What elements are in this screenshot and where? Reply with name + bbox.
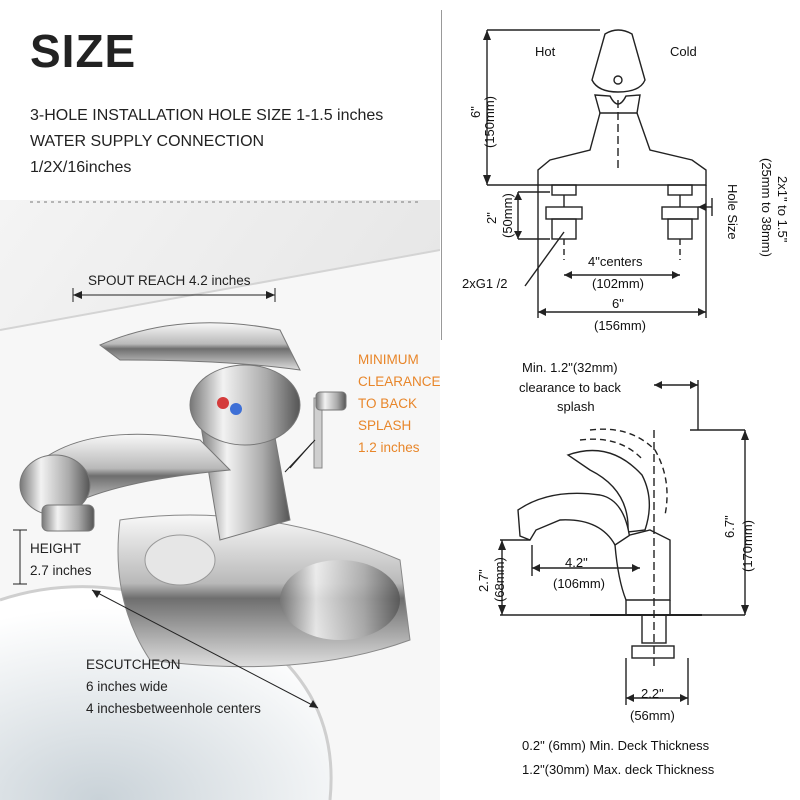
- clearance-label-line: 1.2 inches: [358, 440, 420, 455]
- centers-mm-label: (102mm): [592, 276, 645, 291]
- clearance-label-line: MINIMUM: [358, 352, 419, 367]
- spec-line-1: 3-HOLE INSTALLATION HOLE SIZE 1-1.5 inch…: [30, 107, 384, 124]
- connection-label: 2xG1 /2: [462, 276, 508, 291]
- height-label: HEIGHT 2.7 inches: [30, 538, 92, 582]
- divider: [441, 10, 442, 340]
- height-label-value: 2.7 inches: [30, 563, 92, 578]
- height-6in-label: 6": [468, 106, 483, 118]
- clearance-label-line: SPLASH: [358, 418, 412, 433]
- clearance-line-1: Min. 1.2"(32mm): [522, 360, 618, 375]
- shank-2in-label: 2": [484, 212, 499, 224]
- reach-in-label: 4.2": [565, 555, 588, 570]
- reach-mm-label: (106mm): [553, 576, 606, 591]
- shank-50mm-label: (50mm): [500, 193, 515, 238]
- clearance-label-line: TO BACK: [358, 396, 418, 411]
- hole-range-label: 2x1" to 1.5": [775, 176, 790, 243]
- base-mm-label: (56mm): [630, 708, 675, 723]
- escutcheon-label-title: ESCUTCHEON: [86, 657, 181, 672]
- total-height-mm-label: (170mm): [740, 519, 755, 572]
- faucet-photo: [0, 200, 440, 800]
- total-height-in-label: 6.7": [722, 515, 737, 538]
- clearance-label-line: CLEARANCE: [358, 374, 441, 389]
- spec-line-3: 1/2X/16inches: [30, 159, 132, 176]
- cold-label: Cold: [670, 44, 697, 59]
- escutcheon-label-width: 6 inches wide: [86, 679, 168, 694]
- spout-height-mm-label: (68mm): [492, 557, 507, 602]
- width-mm-label: (156mm): [594, 318, 647, 333]
- clearance-label: MINIMUM CLEARANCE TO BACK SPLASH 1.2 inc…: [358, 349, 441, 459]
- escutcheon-label-centers: 4 inchesbetweenhole centers: [86, 701, 261, 716]
- deck-max-label: 1.2"(30mm) Max. deck Thickness: [522, 762, 715, 777]
- hot-label: Hot: [535, 44, 556, 59]
- base-in-label: 2.2": [641, 686, 664, 701]
- escutcheon-label: ESCUTCHEON 6 inches wide 4 inchesbetween…: [86, 654, 261, 720]
- clearance-line-3: splash: [557, 399, 595, 414]
- height-label-title: HEIGHT: [30, 541, 82, 556]
- centers-label: 4"centers: [588, 254, 643, 269]
- hole-size-label: Hole Size: [725, 184, 740, 240]
- clearance-line-2: clearance to back: [519, 380, 621, 395]
- width-label: 6": [612, 296, 624, 311]
- height-150mm-label: (150mm): [482, 95, 497, 148]
- spec-line-2: WATER SUPPLY CONNECTION: [30, 133, 265, 150]
- side-view-diagram: [498, 380, 749, 705]
- front-view-diagram: [483, 29, 713, 318]
- spout-reach-label: SPOUT REACH 4.2 inches: [88, 273, 251, 288]
- spout-height-in-label: 2.7": [476, 569, 491, 592]
- deck-min-label: 0.2" (6mm) Min. Deck Thickness: [522, 738, 710, 753]
- hole-range-mm-label: (25mm to 38mm): [759, 158, 774, 257]
- page-title: SIZE: [30, 25, 137, 77]
